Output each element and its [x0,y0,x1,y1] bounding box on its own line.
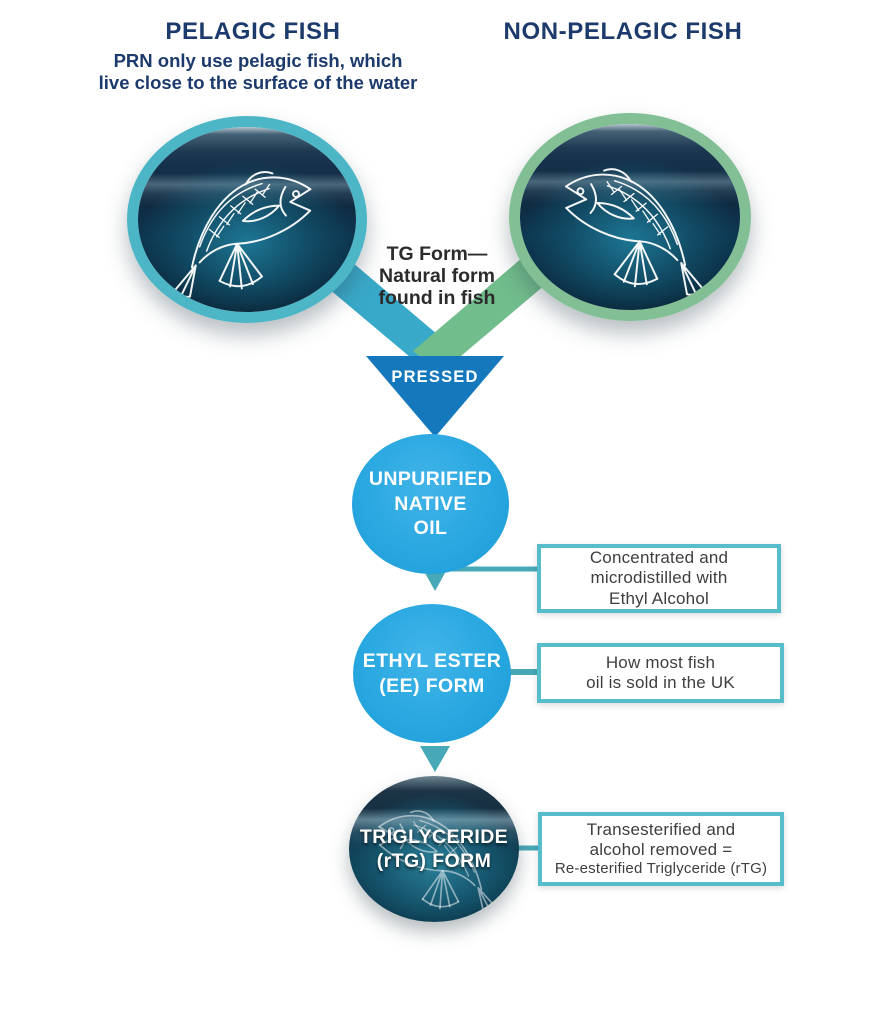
tg-note-line1: TG Form— [386,243,488,265]
note-box-transesterified: Transesterified and alcohol removed = Re… [538,812,784,886]
non-pelagic-fish-circle [509,113,751,321]
fish-icon [526,129,735,305]
pelagic-fish-circle [127,116,367,323]
note-line: Re-esterified Triglyceride (rTG) [554,860,768,878]
tg-note-line3: found in fish [378,287,496,310]
note-line: Ethyl Alcohol [609,588,709,608]
note-line: oil is sold in the UK [586,673,735,692]
note-line: alcohol removed = [589,840,733,859]
node-line: (rTG) FORM [376,850,492,872]
sea-gradient [138,127,356,312]
node-triglyceride-rtg-form: TRIGLYCERIDE (rTG) FORM [349,776,519,922]
tg-note-line2: Natural form [379,265,495,288]
pelagic-fish-title: PELAGIC FISH [165,18,341,45]
pressed-label: PRESSED [391,368,479,386]
fish-icon [143,132,350,307]
node-line: UNPURIFIED [368,467,493,490]
note-line: How most fish [605,652,716,672]
pelagic-subtitle-line1: PRN only use pelagic fish, which [113,50,403,71]
node-line: ETHYL ESTER [362,649,502,672]
node-line: OIL [413,517,448,540]
note-line: microdistilled with [590,568,728,588]
pressed-funnel-triangle [366,356,504,437]
node-line: NATIVE [394,492,467,515]
note-box-how-sold: How most fish oil is sold in the UK [537,643,784,703]
non-pelagic-fish-title: NON-PELAGIC FISH [503,18,743,45]
node-line: TRIGLYCERIDE [359,825,509,848]
node-unpurified-native-oil: UNPURIFIED NATIVE OIL [352,434,509,574]
tg-form-note: TG Form— Natural form found in fish [327,243,547,310]
note-box-concentrated: Concentrated and microdistilled with Eth… [537,544,781,613]
pelagic-subtitle-line2: live close to the surface of the water [98,71,418,93]
node-ethyl-ester-form: ETHYL ESTER (EE) FORM [353,604,511,743]
node-line: (EE) FORM [379,674,485,697]
note-line: Transesterified and [586,819,736,839]
arrow-down-icon [420,746,450,772]
pelagic-fish-subtitle: PRN only use pelagic fish, which live cl… [68,50,448,94]
sea-gradient [520,124,740,310]
note-line: Concentrated and [589,547,729,567]
